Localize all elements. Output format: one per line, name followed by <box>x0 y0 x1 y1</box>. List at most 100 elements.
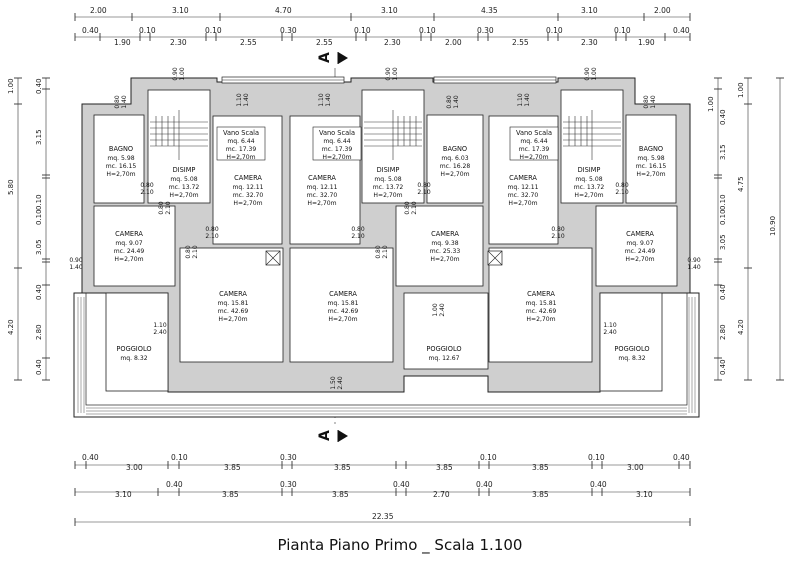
svg-text:5.80: 5.80 <box>7 179 15 195</box>
svg-text:2.10: 2.10 <box>192 245 199 259</box>
svg-text:2.40: 2.40 <box>153 329 167 336</box>
dim-label: 1.90 <box>638 38 655 47</box>
svg-text:22.35: 22.35 <box>372 512 394 521</box>
svg-text:DISIMP: DISIMP <box>173 166 196 174</box>
svg-text:H=2,70m: H=2,70m <box>328 316 357 323</box>
shafts <box>265 250 503 266</box>
svg-text:1.50: 1.50 <box>330 376 337 390</box>
room-labels: BAGNO mq. 5.98 mc. 16.15 H=2,70m DISIMP … <box>106 129 667 362</box>
svg-text:mq. 9.07: mq. 9.07 <box>115 240 142 247</box>
svg-text:1.40: 1.40 <box>687 264 701 271</box>
section-marker-bottom: A <box>317 430 348 442</box>
dim-label: 0.10 <box>205 26 222 35</box>
svg-text:3.85: 3.85 <box>222 490 239 499</box>
svg-text:mq. 5.08: mq. 5.08 <box>170 176 197 183</box>
svg-text:Vano Scala: Vano Scala <box>516 129 552 137</box>
svg-text:1.40: 1.40 <box>524 93 531 107</box>
dim-label: 0.30 <box>477 26 494 35</box>
svg-text:1.00: 1.00 <box>432 303 439 317</box>
svg-text:0.80: 0.80 <box>446 95 453 109</box>
svg-text:4.20: 4.20 <box>737 319 745 335</box>
svg-text:DISIMP: DISIMP <box>578 166 601 174</box>
dim-label: 2.30 <box>384 38 401 47</box>
svg-text:3.85: 3.85 <box>532 490 549 499</box>
svg-text:0.90: 0.90 <box>69 257 83 264</box>
svg-text:mq. 12.11: mq. 12.11 <box>507 184 538 191</box>
svg-text:0.10: 0.10 <box>719 194 727 210</box>
dim-label: 1.90 <box>114 38 131 47</box>
svg-text:CAMERA: CAMERA <box>115 230 143 238</box>
svg-text:0.80: 0.80 <box>205 226 219 233</box>
svg-text:H=2,70m: H=2,70m <box>226 154 255 161</box>
svg-text:POGGIOLO: POGGIOLO <box>614 345 649 353</box>
svg-text:CAMERA: CAMERA <box>509 174 537 182</box>
svg-text:BAGNO: BAGNO <box>443 145 467 153</box>
svg-text:POGGIOLO: POGGIOLO <box>116 345 151 353</box>
svg-text:H=2,70m: H=2,70m <box>233 200 262 207</box>
svg-text:0.40: 0.40 <box>590 480 607 489</box>
svg-text:3.85: 3.85 <box>224 463 241 472</box>
svg-text:1.40: 1.40 <box>453 95 460 109</box>
svg-text:CAMERA: CAMERA <box>329 290 357 298</box>
svg-text:H=2,70m: H=2,70m <box>218 316 247 323</box>
svg-text:2.40: 2.40 <box>337 376 344 390</box>
dim-label: 2.55 <box>316 38 333 47</box>
svg-text:0.80: 0.80 <box>375 245 382 259</box>
dim-label: 2.00 <box>445 38 462 47</box>
svg-text:0.10: 0.10 <box>35 194 43 210</box>
dim-label: 0.40 <box>82 26 99 35</box>
section-marker-top: A <box>317 52 348 64</box>
dim-label: 0.40 <box>673 26 690 35</box>
svg-text:1.40: 1.40 <box>243 93 250 107</box>
svg-text:H=2,70m: H=2,70m <box>169 192 198 199</box>
svg-text:0.80: 0.80 <box>551 226 565 233</box>
svg-text:mc. 17.39: mc. 17.39 <box>519 146 550 153</box>
room-camera-1b <box>93 205 176 287</box>
svg-text:0.40: 0.40 <box>35 359 43 375</box>
svg-text:1.00: 1.00 <box>179 67 186 81</box>
dim-label: 2.00 <box>654 6 671 15</box>
svg-text:10.90: 10.90 <box>769 216 777 236</box>
svg-text:CAMERA: CAMERA <box>308 174 336 182</box>
room-bagno-2 <box>426 114 484 204</box>
svg-text:mc. 13.72: mc. 13.72 <box>373 184 404 191</box>
room-poggiolo-1 <box>105 292 169 392</box>
svg-text:H=2,70m: H=2,70m <box>508 200 537 207</box>
dim-label: 0.10 <box>614 26 631 35</box>
svg-text:3.00: 3.00 <box>627 463 644 472</box>
svg-text:2.10: 2.10 <box>140 189 154 196</box>
svg-text:0.80: 0.80 <box>404 201 411 215</box>
svg-text:1.00: 1.00 <box>707 96 715 112</box>
svg-text:3.15: 3.15 <box>719 144 727 160</box>
terrace-hatch <box>77 297 696 415</box>
svg-text:1.10: 1.10 <box>603 322 617 329</box>
dim-label: 0.10 <box>354 26 371 35</box>
svg-text:H=2,70m: H=2,70m <box>519 154 548 161</box>
svg-text:mq. 6.03: mq. 6.03 <box>441 155 468 162</box>
top-windows <box>221 76 557 84</box>
svg-text:3.85: 3.85 <box>334 463 351 472</box>
svg-text:mq. 15.81: mq. 15.81 <box>217 300 248 307</box>
svg-text:H=2,70m: H=2,70m <box>322 154 351 161</box>
top-dimension-chain-1: 2.00 3.10 4.70 3.10 4.35 3.10 2.00 <box>74 6 691 21</box>
dim-label: 3.10 <box>172 6 189 15</box>
svg-text:0.10: 0.10 <box>35 209 43 225</box>
svg-text:2.80: 2.80 <box>719 324 727 340</box>
svg-text:0.40: 0.40 <box>673 453 690 462</box>
svg-text:0.30: 0.30 <box>280 453 297 462</box>
svg-text:H=2,70m: H=2,70m <box>440 171 469 178</box>
room-poggiolo-3 <box>599 292 663 392</box>
svg-text:A: A <box>317 52 333 63</box>
staircases <box>150 110 621 160</box>
window-labels-top: 0.90 1.00 0.80 1.40 1.10 1.40 1.10 1.40 … <box>114 67 657 109</box>
svg-text:4.20: 4.20 <box>7 319 15 335</box>
svg-text:0.80: 0.80 <box>351 226 365 233</box>
svg-text:0.80: 0.80 <box>114 95 121 109</box>
svg-text:mq. 5.08: mq. 5.08 <box>374 176 401 183</box>
svg-text:3.10: 3.10 <box>636 490 653 499</box>
svg-text:2.70: 2.70 <box>433 490 450 499</box>
svg-text:3.85: 3.85 <box>532 463 549 472</box>
room-camera-3c <box>488 247 593 363</box>
svg-text:H=2,70m: H=2,70m <box>307 200 336 207</box>
svg-text:mq. 15.81: mq. 15.81 <box>525 300 556 307</box>
